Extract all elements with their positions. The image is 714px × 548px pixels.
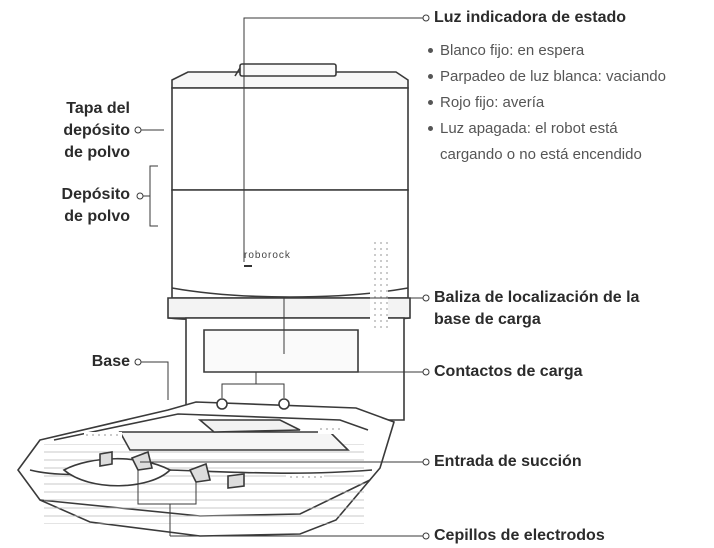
label-line: Depósito <box>61 186 130 203</box>
label-base: Base <box>91 353 130 370</box>
label-line: Baliza de localización de la <box>434 289 640 306</box>
label-electrode-brushes: Cepillos de electrodos <box>434 527 605 544</box>
brand-logo: roborock <box>244 250 291 261</box>
label-charging-contacts: Contactos de carga <box>434 363 583 380</box>
label-dustbin-lid: Tapa del depósito de polvo <box>30 98 130 164</box>
state-item-continued: cargando o no está encendido <box>440 146 642 163</box>
label-dustbin: Depósito de polvo <box>30 184 130 228</box>
status-light-states: Blanco fijo: en espera Parpadeo de luz b… <box>428 38 666 168</box>
state-item: Blanco fijo: en espera <box>428 38 666 64</box>
state-item: Parpadeo de luz blanca: vaciando <box>428 64 666 90</box>
state-item: Luz apagada: el robot está <box>428 116 666 142</box>
state-item: Rojo fijo: avería <box>428 90 666 116</box>
label-line: depósito <box>63 122 130 139</box>
dock-base <box>17 398 395 537</box>
label-line: base de carga <box>434 311 541 328</box>
leader-lines <box>134 14 430 540</box>
label-line: Tapa del <box>66 100 130 117</box>
label-line: de polvo <box>64 144 130 161</box>
label-suction-inlet: Entrada de succión <box>434 453 582 470</box>
label-status-light: Luz indicadora de estado <box>434 9 627 26</box>
dock-tower <box>167 63 411 421</box>
label-beacon: Baliza de localización de la base de car… <box>434 287 639 331</box>
label-line: de polvo <box>64 208 130 225</box>
